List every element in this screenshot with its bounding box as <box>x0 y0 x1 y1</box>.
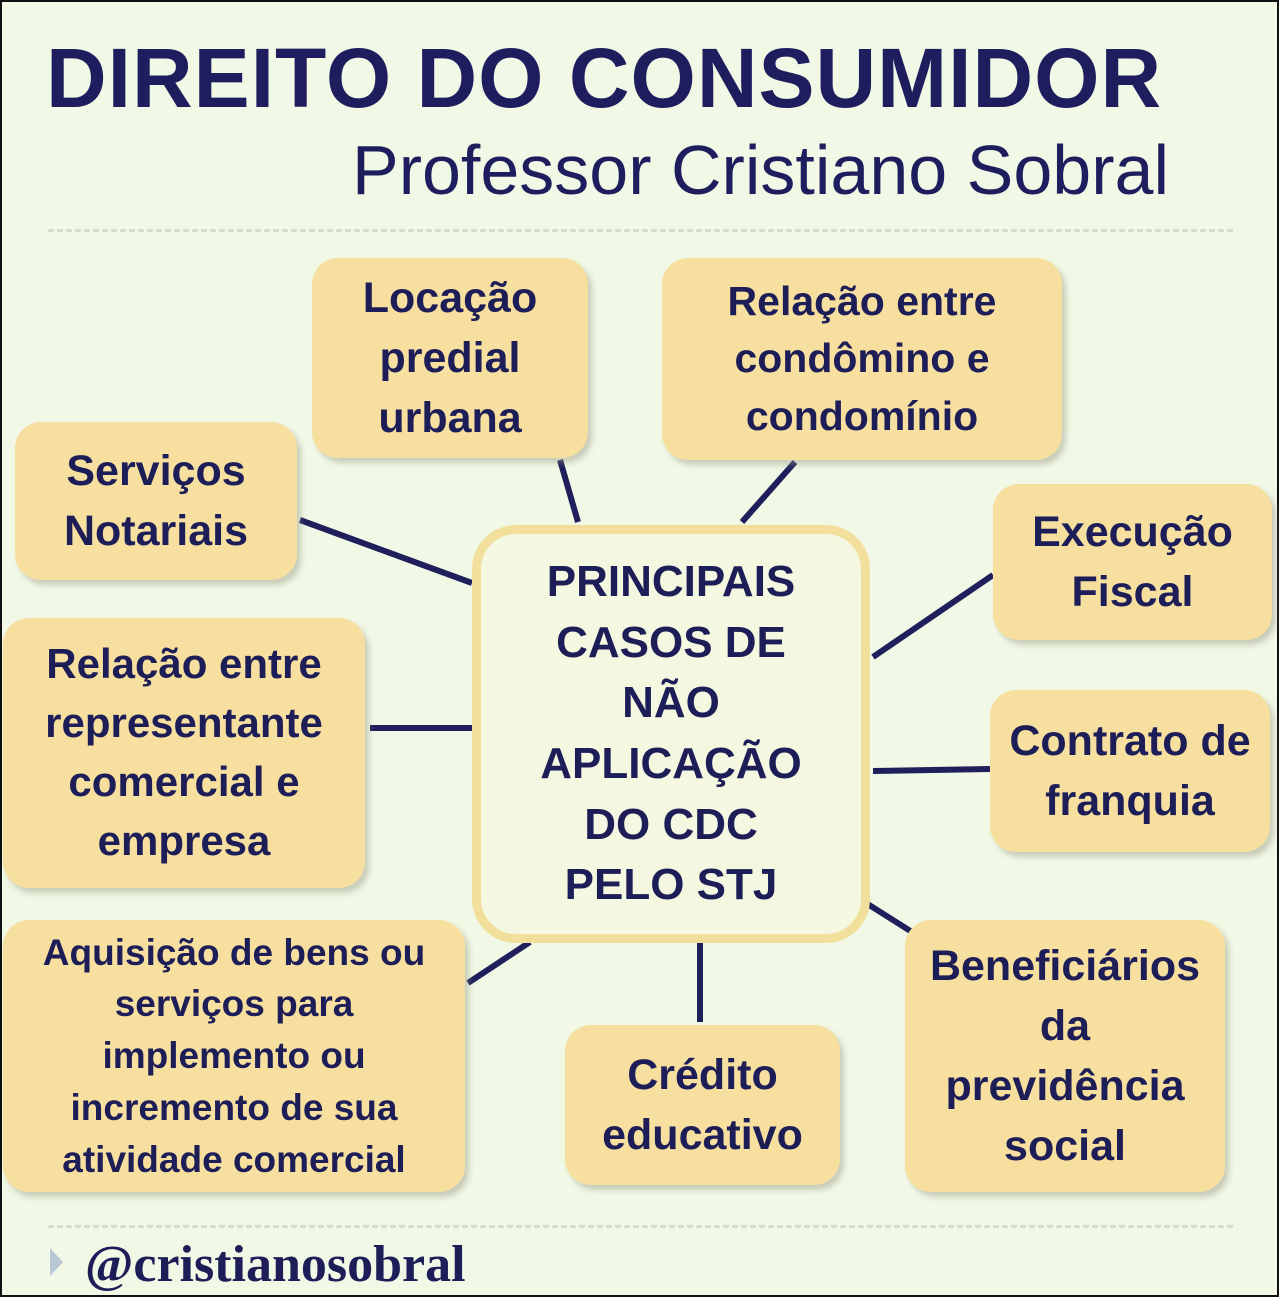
node-previdencia-social: Beneficiários da previdência social <box>905 920 1225 1192</box>
connector-notariais <box>298 517 474 586</box>
divider-bottom <box>48 1225 1233 1228</box>
connector-aquisicao <box>466 939 532 986</box>
divider-top <box>48 229 1233 232</box>
node-condomino: Relação entre condômino e condomínio <box>662 258 1062 460</box>
connector-execucao <box>871 572 995 660</box>
page-title: DIREITO DO CONSUMIDOR <box>46 31 1163 125</box>
connector-previdencia <box>864 900 914 935</box>
node-representante-comercial: Relação entre representante comercial e … <box>3 618 365 888</box>
triangle-bullet-icon <box>50 1248 63 1276</box>
node-aquisicao-bens: Aquisição de bens ou serviços para imple… <box>3 920 465 1192</box>
connector-locacao <box>557 459 581 523</box>
node-credito-educativo: Crédito educativo <box>565 1025 840 1185</box>
central-topic: PRINCIPAIS CASOS DE NÃO APLICAÇÃO DO CDC… <box>472 525 870 943</box>
node-contrato-franquia: Contrato de franquia <box>990 690 1270 852</box>
social-handle: @cristianosobral <box>85 1236 466 1293</box>
connector-condominio <box>739 460 798 524</box>
node-execucao-fiscal: Execução Fiscal <box>993 484 1272 640</box>
connector-franquia <box>872 766 991 774</box>
page-subtitle: Professor Cristiano Sobral <box>352 131 1169 209</box>
node-locacao-predial: Locação predial urbana <box>312 258 588 458</box>
node-servicos-notariais: Serviços Notariais <box>15 422 297 580</box>
